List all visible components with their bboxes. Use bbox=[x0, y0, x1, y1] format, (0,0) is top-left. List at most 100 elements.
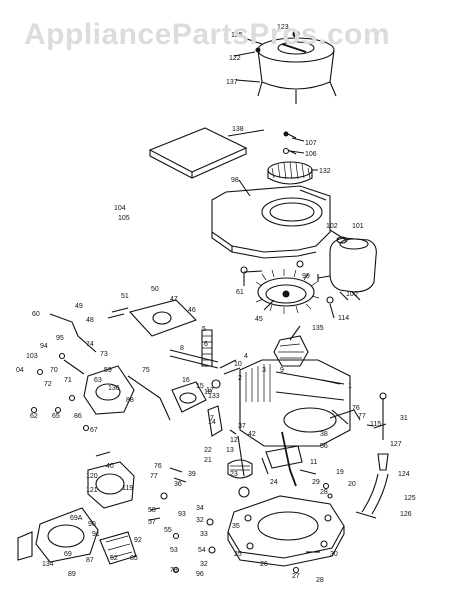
callout-label: 13 bbox=[226, 447, 234, 454]
callout-label: 132 bbox=[319, 168, 331, 175]
callout-label: 76 bbox=[154, 463, 162, 470]
callout-label: 20 bbox=[348, 481, 356, 488]
callout-label: 19 bbox=[336, 469, 344, 476]
callout-label: 96 bbox=[196, 571, 204, 578]
callout-label: 25 bbox=[234, 551, 242, 558]
callout-label: 34 bbox=[196, 505, 204, 512]
callout-label: 30 bbox=[330, 551, 338, 558]
engine-sump bbox=[227, 495, 345, 567]
callout-label: 21 bbox=[204, 457, 212, 464]
callout-label: 72 bbox=[44, 381, 52, 388]
callout-label: 8 bbox=[180, 345, 184, 352]
callout-label: 89 bbox=[68, 571, 76, 578]
callout-label: 24 bbox=[270, 479, 278, 486]
air-filter-element bbox=[148, 127, 248, 179]
callout-label: 91 bbox=[92, 531, 100, 538]
callout-label: 49 bbox=[75, 303, 83, 310]
callout-label: 18 bbox=[204, 389, 212, 396]
callout-label: 123 bbox=[277, 24, 289, 31]
air-cleaner-housing bbox=[87, 451, 135, 509]
callout-label: 71 bbox=[64, 377, 72, 384]
callout-label: 32 bbox=[196, 517, 204, 524]
callout-label: 94 bbox=[40, 343, 48, 350]
callout-label: 121 bbox=[86, 487, 98, 494]
callout-label: 33 bbox=[200, 531, 208, 538]
callout-label: 59 bbox=[104, 367, 112, 374]
callout-label: 67 bbox=[90, 427, 98, 434]
carburetor bbox=[49, 313, 135, 415]
callout-label: 122 bbox=[229, 55, 241, 62]
callout-label: 5 bbox=[202, 326, 206, 333]
callout-label: 32 bbox=[200, 561, 208, 568]
callout-label: 57 bbox=[148, 519, 156, 526]
callout-label: 45 bbox=[255, 316, 263, 323]
callout-label: 70 bbox=[50, 367, 58, 374]
starter-housing bbox=[257, 30, 337, 104]
callout-label: 95 bbox=[56, 335, 64, 342]
callout-label: 73 bbox=[100, 351, 108, 358]
crankshaft bbox=[261, 431, 303, 487]
callout-label: 137 bbox=[226, 79, 238, 86]
callout-label: 74 bbox=[86, 341, 94, 348]
callout-label: 6 bbox=[204, 341, 208, 348]
callout-label: 100 bbox=[346, 291, 358, 298]
intake-parts bbox=[171, 381, 223, 437]
callout-label: 114 bbox=[338, 315, 349, 322]
callout-label: 134 bbox=[42, 561, 54, 568]
callout-label: 7 bbox=[210, 415, 214, 422]
callout-label: 12 bbox=[230, 437, 238, 444]
callout-label: 99 bbox=[302, 273, 310, 280]
callout-label: 55 bbox=[164, 527, 172, 534]
leader-lines bbox=[227, 36, 375, 475]
callout-label: 135 bbox=[312, 325, 324, 332]
flywheel bbox=[255, 269, 320, 314]
callout-label: 77 bbox=[358, 413, 366, 420]
callout-label: 65 bbox=[52, 413, 60, 420]
callout-label: 29 bbox=[312, 479, 320, 486]
callout-label: 125 bbox=[231, 32, 243, 39]
callout-label: 40 bbox=[106, 463, 114, 470]
callout-label: 52 bbox=[110, 555, 118, 562]
callout-label: 88 bbox=[126, 397, 134, 404]
callout-label: 9 bbox=[280, 367, 284, 374]
callout-label: 31 bbox=[400, 415, 408, 422]
callout-label: 27 bbox=[292, 573, 300, 580]
air-cleaner-base bbox=[17, 507, 137, 565]
starter-cup bbox=[267, 161, 313, 185]
callout-label: 90 bbox=[88, 521, 96, 528]
callout-label: 133 bbox=[208, 393, 220, 400]
camshaft bbox=[227, 435, 253, 498]
callout-labels: 123 125 122 137 138 107 106 132 98 102 1… bbox=[16, 24, 416, 584]
callout-label: 62 bbox=[30, 413, 38, 420]
callout-label: 23 bbox=[230, 471, 238, 478]
callout-label: 138 bbox=[232, 126, 244, 133]
callout-label: 92 bbox=[134, 537, 142, 544]
callout-label: 28 bbox=[316, 577, 324, 584]
callout-label: 75 bbox=[142, 367, 150, 374]
callout-label: 61 bbox=[236, 289, 244, 296]
callout-label: 102 bbox=[326, 223, 338, 230]
callout-label: 63 bbox=[94, 377, 102, 384]
callout-label: 125 bbox=[404, 495, 416, 502]
callout-label: 103 bbox=[26, 353, 38, 360]
callout-label: 17 bbox=[206, 387, 214, 394]
callout-label: 39 bbox=[188, 471, 196, 478]
callout-label: 47 bbox=[170, 296, 178, 303]
governor-linkage bbox=[127, 375, 387, 429]
callout-label: 78 bbox=[170, 567, 178, 574]
callout-label: 136 bbox=[108, 385, 120, 392]
callout-label: 127 bbox=[390, 441, 402, 448]
callout-label: 58 bbox=[148, 507, 156, 514]
callout-label: 54 bbox=[198, 547, 206, 554]
callout-label: 42 bbox=[248, 431, 256, 438]
callout-label: 86 bbox=[74, 413, 82, 420]
callout-label: 37 bbox=[238, 423, 246, 430]
callout-label: 93 bbox=[178, 511, 186, 518]
callout-label: 2 bbox=[238, 375, 242, 382]
callout-label: 69A bbox=[70, 515, 83, 522]
callout-label: 77 bbox=[150, 473, 158, 480]
callout-label: 22 bbox=[204, 447, 212, 454]
callout-label: 1 bbox=[348, 383, 352, 390]
callout-label: 3 bbox=[262, 367, 266, 374]
